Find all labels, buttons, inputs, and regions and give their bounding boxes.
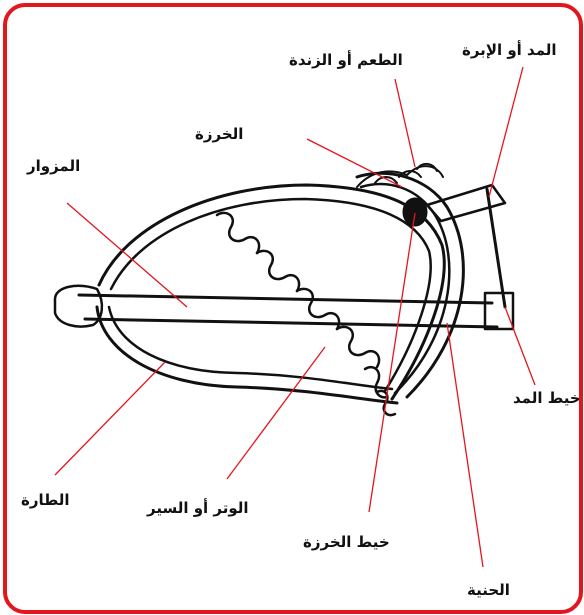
mizwar-bar-lower	[85, 319, 497, 327]
label-pull-thread: خيط المد	[513, 389, 581, 407]
twisted-string	[217, 213, 387, 397]
bead	[403, 198, 427, 226]
label-bead: الخرزة	[195, 125, 243, 143]
label-needle: المد أو الإبرة	[462, 41, 557, 59]
label-string: الوتر أو السير	[147, 499, 249, 517]
bead-bait-cluster	[357, 164, 443, 187]
trap-drawing	[55, 164, 513, 415]
leader-bow	[447, 323, 483, 567]
label-bait: الطعم أو الزندة	[289, 51, 403, 69]
leader-bead	[307, 139, 402, 187]
leader-bait	[395, 79, 415, 167]
leader-bead-thread	[369, 213, 415, 512]
leader-string	[227, 347, 325, 479]
mizwar-bar	[79, 295, 492, 303]
leader-needle	[489, 67, 523, 197]
tara-outer-arc	[99, 185, 444, 399]
label-tara: الطارة	[21, 491, 70, 509]
leader-tara	[55, 362, 165, 475]
needle-top	[427, 185, 505, 221]
tara-inner-arc	[111, 199, 431, 391]
diagram-frame: المد أو الإبرة الطعم أو الزندة الخرزة ال…	[3, 3, 583, 614]
label-bead-thread: خيط الخرزة	[303, 533, 390, 551]
label-mizwar: المزوار	[27, 157, 80, 175]
right-block	[485, 293, 513, 329]
trap-diagram	[7, 7, 579, 610]
leader-lines	[55, 67, 535, 567]
leader-mizwar	[67, 203, 187, 307]
leader-pull-thread	[505, 307, 535, 385]
label-bow: الحنية	[467, 581, 510, 599]
